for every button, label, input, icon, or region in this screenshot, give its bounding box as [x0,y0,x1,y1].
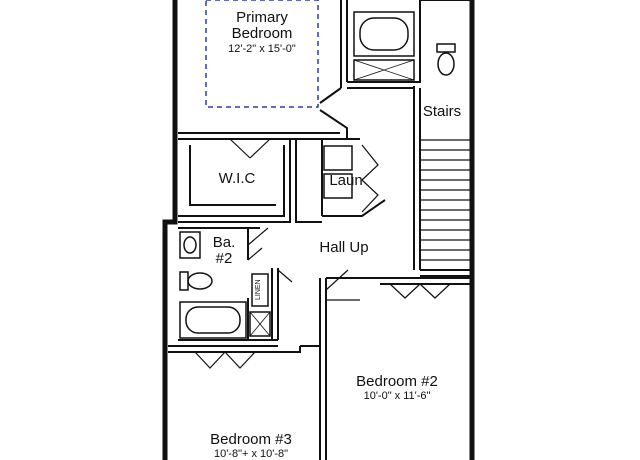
stair-bottom-wall [420,269,470,277]
primary-bathtub [353,11,415,57]
bedroom3-name: Bedroom #3 [210,431,292,448]
bedroom2-name: Bedroom #2 [356,373,438,390]
bedroom-divider-wall [319,278,327,460]
doors [194,138,451,369]
primary-toilet-bowl [437,52,455,76]
primary-bedroom-name-line2: Bedroom [232,25,293,42]
bath2-toilet-bowl [187,272,213,290]
bedroom3-dims: 10'-8"+ x 10'-8" [214,448,288,460]
bath2-bathtub [179,301,247,339]
bath2-door [247,227,269,261]
primary-bathtub-basin [359,17,409,51]
wic-walls [178,139,291,223]
washer [323,145,353,171]
interior-walls [168,0,472,460]
stair-treads [420,139,470,261]
bedroom2-door [325,269,360,301]
bath2-name-line2: #2 [216,250,233,267]
bath2-sink [183,236,197,254]
bath2-name-line1: Ba. [213,234,236,251]
bedroom3-closet-door [194,351,256,369]
linen-door [277,269,293,283]
dryer [323,173,353,199]
bath2-toilet-tank [179,271,189,291]
bedroom2-top-wall [326,277,470,285]
stairs-label: Stairs [423,103,461,120]
linen-closet [251,273,269,307]
wic-shelf [189,145,276,206]
exterior-walls [162,0,475,460]
room-labels: Primary Bedroom 12'-2" x 15'-0" Stairs W… [210,9,461,460]
hall-label: Hall Up [319,239,368,256]
primary-shower [353,59,415,81]
laundry-enclosure [322,138,386,217]
linen-label: LINEN [255,279,262,300]
fixtures [179,11,456,339]
laundry-bifold-door [361,144,379,213]
shower-cross [353,59,415,81]
wic-label: W.I.C [219,170,256,187]
laundry-label: Laun [329,172,362,189]
primary-door-wall [319,87,348,139]
bedroom2-dims: 10'-0" x 11'-6" [364,390,431,402]
primary-bath-wall [340,0,348,88]
primary-bottom-wall [178,132,340,140]
stair-left-wall [413,88,421,270]
bath-bottom-wall [347,0,421,89]
primary-bedroom-dims: 12'-2" x 15'-0" [228,43,296,55]
bath2-bathtub-basin [185,306,241,334]
left-exterior-wall [162,0,178,460]
bath2-shower [249,311,271,337]
primary-toilet-tank [436,43,456,53]
bedroom3-top-wall [168,345,301,353]
primary-bedroom-name-line1: Primary [236,9,288,26]
laundry-walls [295,139,323,223]
tray-ceiling-outline [205,0,319,108]
bath2-shower-cross [249,311,271,337]
wic-door [229,138,271,159]
linen-wall [271,268,279,340]
bath2-vanity [179,231,201,259]
bedroom2-closet-door [389,283,451,299]
